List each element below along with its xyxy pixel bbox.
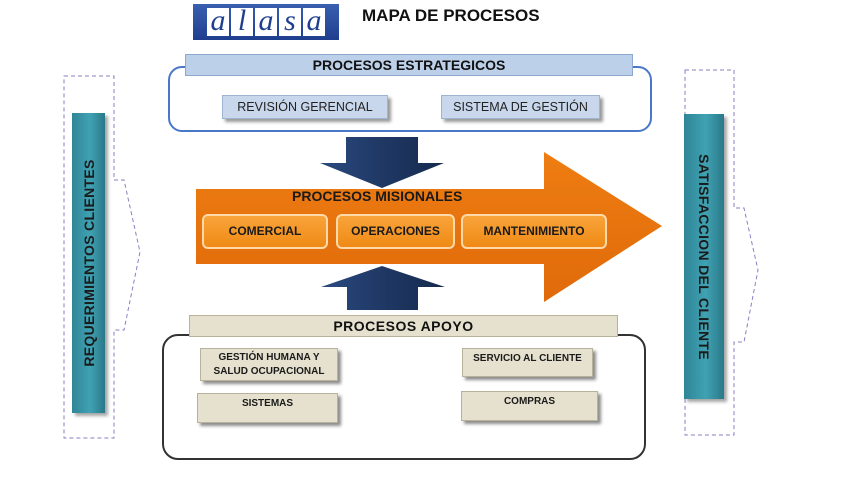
missional-processes-title: PROCESOS MISIONALES [292,188,463,204]
customer-service-box: SERVICIO AL CLIENTE [462,348,593,377]
requirements-clients-bar: REQUERIMIENTOS CLIENTES [72,113,105,413]
down-navy-arrow [320,137,444,188]
logo-letter: s [279,8,301,36]
logo-letter: a [303,8,325,36]
right-dashed-arrow-outline [684,69,759,436]
support-processes-title: PROCESOS APOYO [189,315,618,337]
management-review-box: REVISIÓN GERENCIAL [222,95,388,119]
maintenance-box: MANTENIMIENTO [461,214,607,249]
commercial-box: COMERCIAL [202,214,328,249]
purchasing-box: COMPRAS [461,391,598,421]
alasa-logo: a l a s a [193,4,339,40]
up-navy-arrow [321,266,445,310]
page-title: MAPA DE PROCESOS [362,6,540,25]
strategic-processes-title: PROCESOS ESTRATEGICOS [185,54,633,76]
client-satisfaction-bar: SATISFACCION DEL CLIENTE [684,114,724,399]
logo-letter: a [255,8,277,36]
systems-box: SISTEMAS [197,393,338,423]
management-system-box: SISTEMA DE GESTIÓN [441,95,600,119]
operations-box: OPERACIONES [336,214,455,249]
human-resources-box: GESTIÓN HUMANA Y SALUD OCUPACIONAL [200,348,338,381]
logo-letter: l [231,8,253,36]
left-dashed-arrow-outline [63,75,141,439]
logo-letter: a [207,8,229,36]
